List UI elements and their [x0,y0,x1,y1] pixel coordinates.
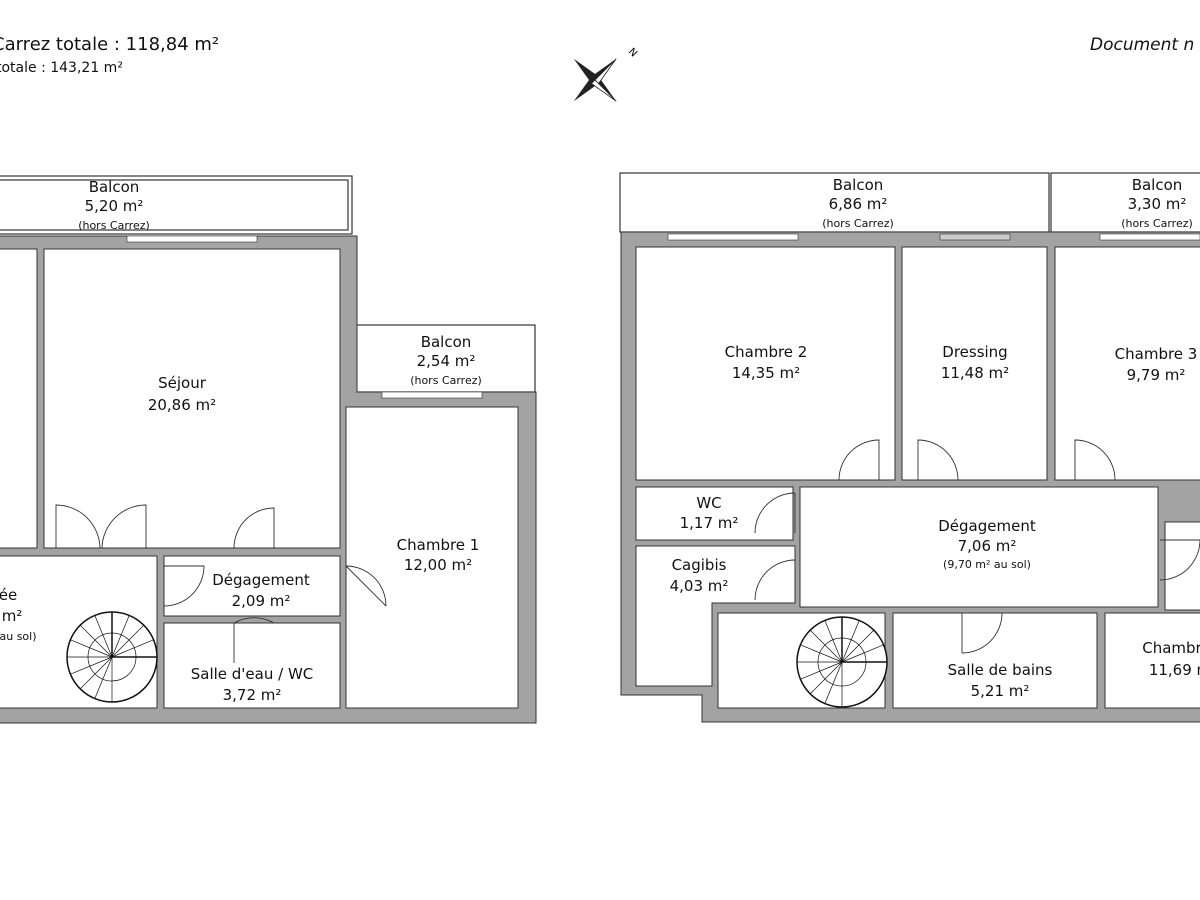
balcon-right-left [354,324,536,393]
label: m² [2,607,23,625]
label: Salle de bains [948,661,1053,679]
stair-tread [79,624,113,658]
room-chambre1 [345,406,519,709]
label: Chambre 2 [725,343,808,361]
compass-rose-icon [573,58,617,102]
room-wc [635,486,794,541]
room-sejour [43,248,341,549]
label: 7,06 m² [958,537,1017,555]
stair-tread [70,639,113,658]
door [1074,439,1116,481]
label: Chambr [1142,639,1200,657]
balcon-right-plan-1 [619,172,1050,233]
stair-tread [111,615,130,658]
door [838,439,880,481]
document-note: Document n [1090,35,1195,55]
label: Balcon [89,178,140,196]
stair-tread [111,624,145,658]
label: 12,00 m² [404,556,472,574]
label: Chambre 3 [1115,345,1198,363]
room-corridor [1164,521,1200,611]
label: (hors Carrez) [410,374,482,387]
door [917,439,959,481]
room-left [0,248,38,549]
stair-tread [800,644,843,663]
left-floor-plan: Balcon 5,20 m² (hors Carrez) Balcon 2,54… [0,175,537,724]
label: 14,35 m² [732,364,800,382]
spiral-staircase [796,616,888,708]
room-chambre3 [1054,246,1200,481]
room-degagement [799,486,1159,608]
surface-totale: totale : 143,21 m² [0,60,123,76]
window [381,391,483,399]
label: Séjour [158,374,207,392]
stair-tread [841,620,860,663]
room-salle-bains [892,612,1098,709]
label: 6,86 m² [829,195,888,213]
label: ée [0,586,17,604]
door [233,617,275,663]
label: 1,17 m² [680,514,739,532]
label: Chambre 1 [397,536,480,554]
label: (hors Carrez) [1121,217,1193,230]
label: 11,48 m² [941,364,1009,382]
label: 11,69 m [1149,661,1200,679]
spiral-staircase [66,611,158,703]
label: (hors Carrez) [822,217,894,230]
stair-tread [824,620,843,663]
window [126,235,258,243]
label: Cagibis [672,556,727,574]
door [345,565,387,607]
label: 3,30 m² [1128,195,1187,213]
label: Dégagement [212,571,310,589]
label: Dégagement [938,517,1036,535]
stair-tread [841,629,875,663]
label: (hors Carrez) [78,219,150,232]
label: WC [696,494,721,512]
label: Balcon [833,176,884,194]
label: 2,09 m² [232,592,291,610]
label: 20,86 m² [148,396,216,414]
stair-tread [824,661,843,704]
stair-tread [841,644,884,663]
label: Salle d'eau / WC [191,665,314,683]
label: 2,54 m² [417,352,476,370]
stair-tread [94,615,113,658]
door [1159,539,1200,581]
stair-tread [809,629,843,663]
label: 4,03 m² [670,577,729,595]
stair-tread [800,661,843,680]
door [754,559,796,601]
window [1099,233,1200,241]
stair-tread [111,639,154,658]
label: 5,21 m² [971,682,1030,700]
stair-tread [94,656,113,699]
label: Balcon [421,333,472,351]
room-cagibis [635,545,796,687]
window [667,233,799,241]
label: Balcon [1132,176,1183,194]
double-door [55,504,147,549]
room-chambre2 [635,246,896,481]
door [163,565,205,607]
room-chambre4 [1104,612,1200,709]
carrez-total: Carrez totale : 118,84 m² [0,34,220,55]
room-salle-eau [163,622,341,709]
window [939,233,1011,241]
door [754,492,796,534]
door [233,507,275,549]
label: au sol) [0,630,37,643]
door [961,612,1003,654]
label: 3,72 m² [223,686,282,704]
stair-tread [79,656,113,690]
stair-tread [809,661,843,695]
label: 5,20 m² [85,197,144,215]
label: Dressing [942,343,1007,361]
label: (9,70 m² au sol) [943,558,1031,571]
stair-tread [70,656,113,675]
north-label: N [626,46,639,59]
label: 9,79 m² [1127,366,1186,384]
right-floor-plan: Balcon 6,86 m² (hors Carrez) Balcon 3,30… [619,172,1200,723]
